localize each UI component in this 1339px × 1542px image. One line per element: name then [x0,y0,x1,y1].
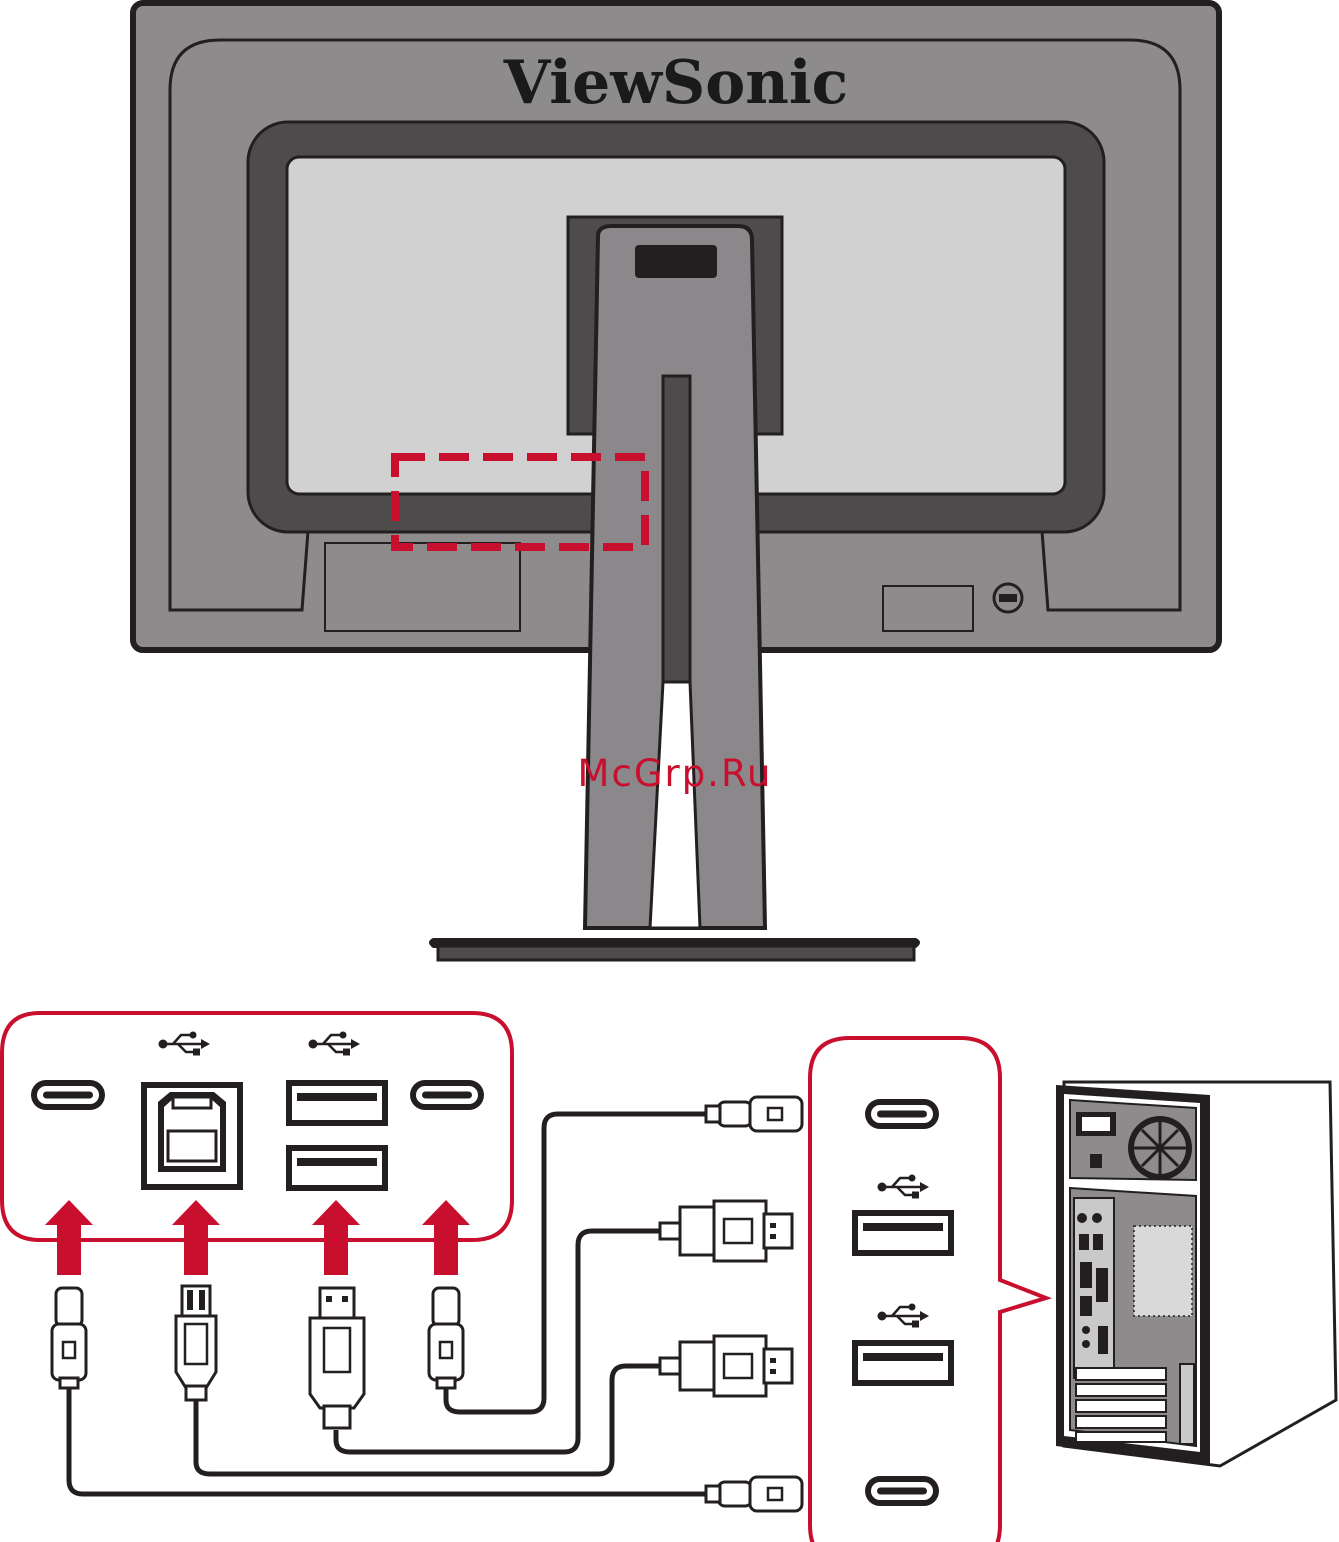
pc-tower [1056,1082,1336,1466]
usb-c-plug [706,1097,802,1131]
usb-a-plug [660,1336,792,1396]
usb-c-port [410,1080,484,1110]
usb-b-port [141,1082,243,1190]
usb-c-port [865,1099,939,1129]
usb-a-plug [310,1288,364,1428]
usb-a-port [286,1145,388,1191]
monitor-ports-panel [2,1013,512,1240]
fan-icon [1128,1116,1192,1180]
watermark: McGrp.Ru [578,752,773,795]
brand-logo: ViewSonic [503,48,848,118]
usb-c-plug [52,1288,86,1388]
usb-c-port [31,1080,105,1110]
usb-c-plug [706,1477,802,1511]
usb-a-port [286,1080,388,1126]
usb-b-plug [176,1286,216,1400]
usb-c-port [865,1476,939,1506]
usb-a-plug [660,1201,792,1261]
usb-a-port [852,1340,954,1386]
usb-c-plug [429,1288,463,1388]
usb-a-port [852,1210,954,1256]
pc-ports-panel [810,1038,1046,1542]
